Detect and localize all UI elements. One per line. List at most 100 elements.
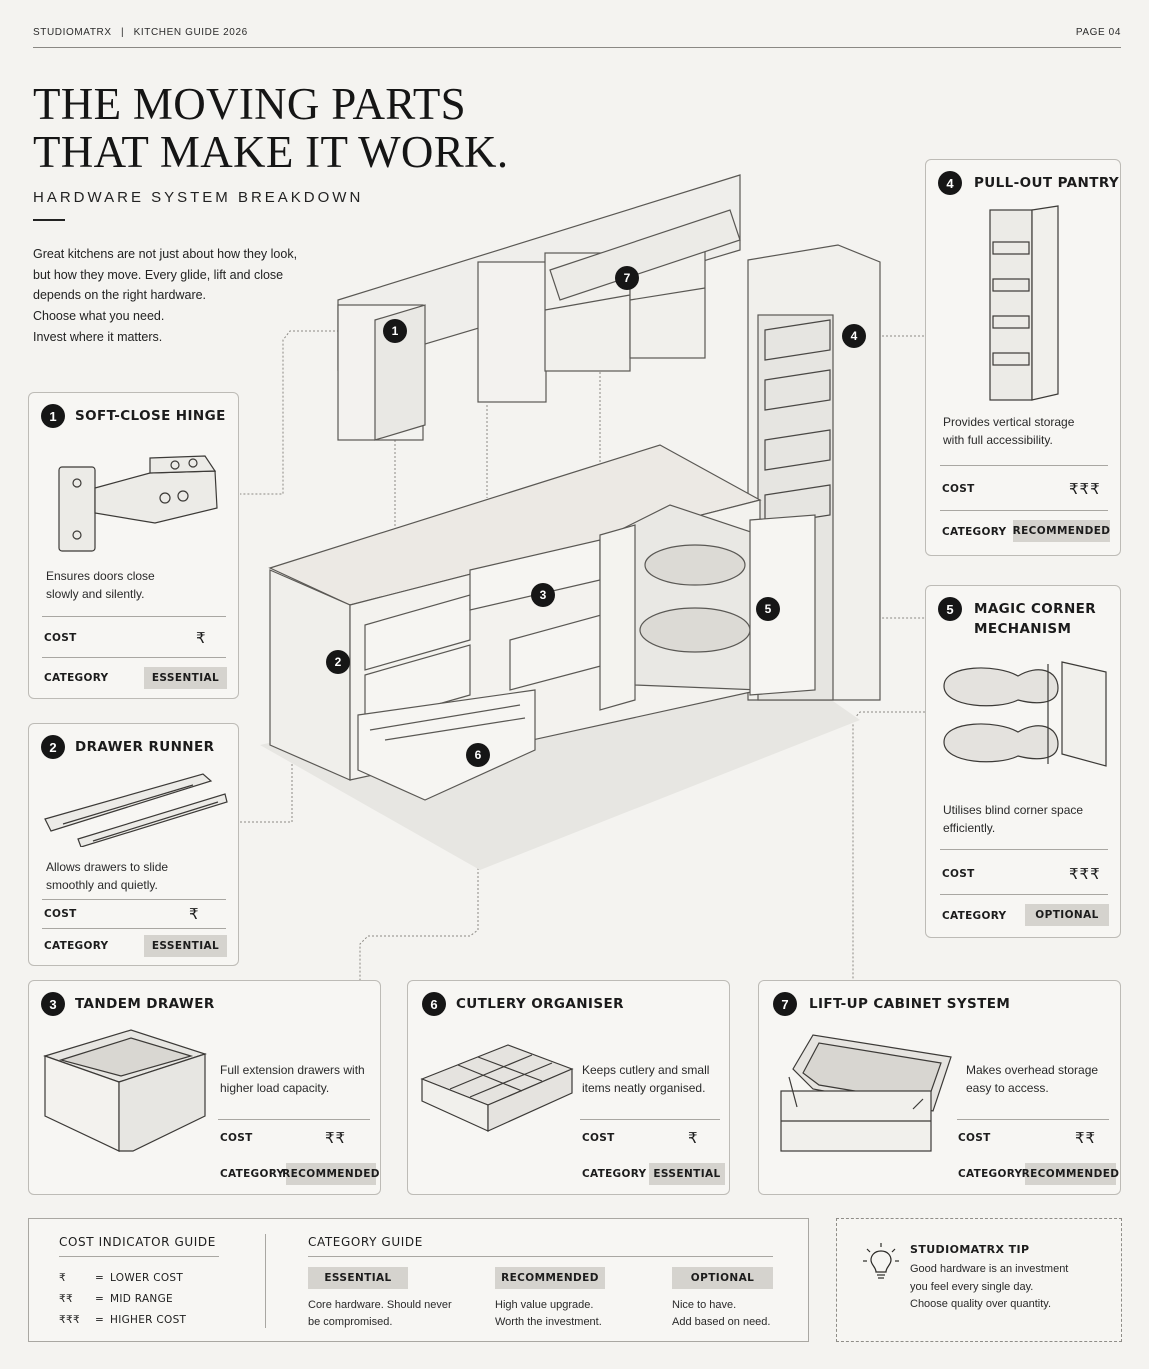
card-description: Keeps cutlery and small items neatly org… [582,1061,709,1097]
page-number: PAGE 04 [1075,27,1121,38]
card-title: PULL-OUT PANTRY [974,175,1120,191]
card-title: LIFT-UP CABINET SYSTEM [809,996,1011,1012]
divider [42,928,226,929]
map-marker-1[interactable]: 1 [383,319,407,343]
category-badge: OPTIONAL [1025,904,1109,926]
page-subtitle: HARDWARE SYSTEM BREAKDOWN [33,189,364,206]
card-tandem-drawer: 3 TANDEM DRAWER Full extension drawers w… [28,980,381,1195]
map-marker-7[interactable]: 7 [615,266,639,290]
card-description: Allows drawers to slide smoothly and qui… [46,858,168,894]
divider [42,657,226,658]
card-description: Makes overhead storage easy to access. [966,1061,1098,1097]
description-line: with full accessibility. [943,433,1053,447]
cost-value: ₹₹ [325,1129,347,1147]
cost-label: COST [44,632,77,644]
description-line: higher load capacity. [220,1081,330,1095]
intro-text: Great kitchens are not just about how th… [33,244,333,348]
description-line: slowly and silently. [46,587,145,601]
divider [42,899,226,900]
category-badge: RECOMMENDED [1013,520,1110,542]
map-marker-4[interactable]: 4 [842,324,866,348]
category-badge: RECOMMENDED [495,1267,605,1289]
category-description: Core hardware. Should never be compromis… [308,1297,452,1331]
equals-sign: = [95,1314,105,1326]
card-number-badge: 3 [41,992,65,1016]
card-drawer-runner: 2 DRAWER RUNNER Allows drawers to slide … [28,723,239,966]
divider [940,465,1108,466]
category-description: Nice to have. Add based on need. [672,1297,770,1331]
tip-text: Good hardware is an investment you feel … [910,1261,1068,1314]
tip-title: STUDIOMATRX TIP [910,1243,1030,1256]
subtitle-divider [33,219,65,221]
category-badge: ESSENTIAL [308,1267,408,1289]
header-separator: | [121,27,125,38]
cost-guide-row: ₹=LOWER COST [59,1272,183,1284]
tandem-drawer-icon [43,1029,207,1152]
card-title: CUTLERY ORGANISER [456,996,624,1012]
category-badge: OPTIONAL [672,1267,773,1289]
card-description: Utilises blind corner space efficiently. [943,801,1083,837]
category-label: CATEGORY [582,1168,647,1180]
card-title: SOFT-CLOSE HINGE [75,408,226,424]
cutlery-organiser-icon [420,1044,574,1132]
card-description: Ensures doors close slowly and silently. [46,567,155,603]
card-number-badge: 1 [41,404,65,428]
divider [580,1119,720,1120]
category-badge: ESSENTIAL [144,935,227,957]
card-magic-corner: 5 MAGIC CORNER MECHANISM Utilises blind … [925,585,1121,938]
cost-symbol: ₹₹ [59,1293,73,1305]
map-marker-6[interactable]: 6 [466,743,490,767]
card-title-line: MAGIC CORNER [974,601,1097,617]
brand-name: STUDIOMATRX [33,27,112,38]
description-line: Nice to have. [672,1299,737,1311]
description-line: easy to access. [966,1081,1049,1095]
divider [940,849,1108,850]
card-soft-close-hinge: 1 SOFT-CLOSE HINGE Ensures doors close s… [28,392,239,699]
description-line: smoothly and quietly. [46,878,158,892]
lift-up-cabinet-icon [780,1034,952,1152]
intro-line: but how they move. Every glide, lift and… [33,267,284,282]
divider [218,1119,370,1120]
card-title-line: MECHANISM [974,621,1072,637]
title-line-1: THE MOVING PARTS [33,79,466,129]
cost-value: ₹₹₹ [1069,480,1101,498]
cost-label: COST [942,868,975,880]
intro-line: Choose what you need. [33,309,165,324]
card-title: TANDEM DRAWER [75,996,215,1012]
card-number-badge: 6 [422,992,446,1016]
tip-line: you feel every single day. [910,1280,1034,1293]
drawer-runner-icon [44,773,228,847]
divider [940,510,1108,511]
cost-symbol: ₹ [59,1272,66,1284]
cost-symbol: ₹₹₹ [59,1314,80,1326]
cost-label: COST [582,1132,615,1144]
description-line: Utilises blind corner space [943,803,1084,817]
card-cutlery-organiser: 6 CUTLERY ORGANISER Keeps cutlery and sm… [407,980,730,1195]
legend-panel: COST INDICATOR GUIDE ₹=LOWER COST ₹₹=MID… [28,1218,809,1342]
cost-meaning: HIGHER COST [110,1314,187,1326]
title-line-2: THAT MAKE IT WORK. [33,127,509,177]
cost-label: COST [958,1132,991,1144]
cost-value: ₹ [196,629,207,647]
category-guide-title: CATEGORY GUIDE [308,1235,423,1249]
tip-box: STUDIOMATRX TIP Good hardware is an inve… [836,1218,1122,1342]
description-line: Allows drawers to slide [46,860,169,874]
map-marker-3[interactable]: 3 [531,583,555,607]
page-title: THE MOVING PARTS THAT MAKE IT WORK. [33,80,553,176]
description-line: Provides vertical storage [943,415,1075,429]
intro-line: Invest where it matters. [33,329,163,344]
tip-line: Choose quality over quantity. [910,1298,1052,1310]
category-label: CATEGORY [44,940,109,952]
category-label: CATEGORY [44,672,109,684]
map-marker-2[interactable]: 2 [326,650,350,674]
map-marker-5[interactable]: 5 [756,597,780,621]
description-line: High value upgrade. [495,1299,594,1311]
card-description: Full extension drawers with higher load … [220,1061,365,1097]
description-line: Worth the investment. [495,1316,602,1328]
card-number-badge: 7 [773,992,797,1016]
card-title: DRAWER RUNNER [75,739,215,755]
description-line: items neatly organised. [582,1081,706,1095]
intro-line: depends on the right hardware. [33,288,207,303]
card-number-badge: 2 [41,735,65,759]
cost-label: COST [220,1132,253,1144]
